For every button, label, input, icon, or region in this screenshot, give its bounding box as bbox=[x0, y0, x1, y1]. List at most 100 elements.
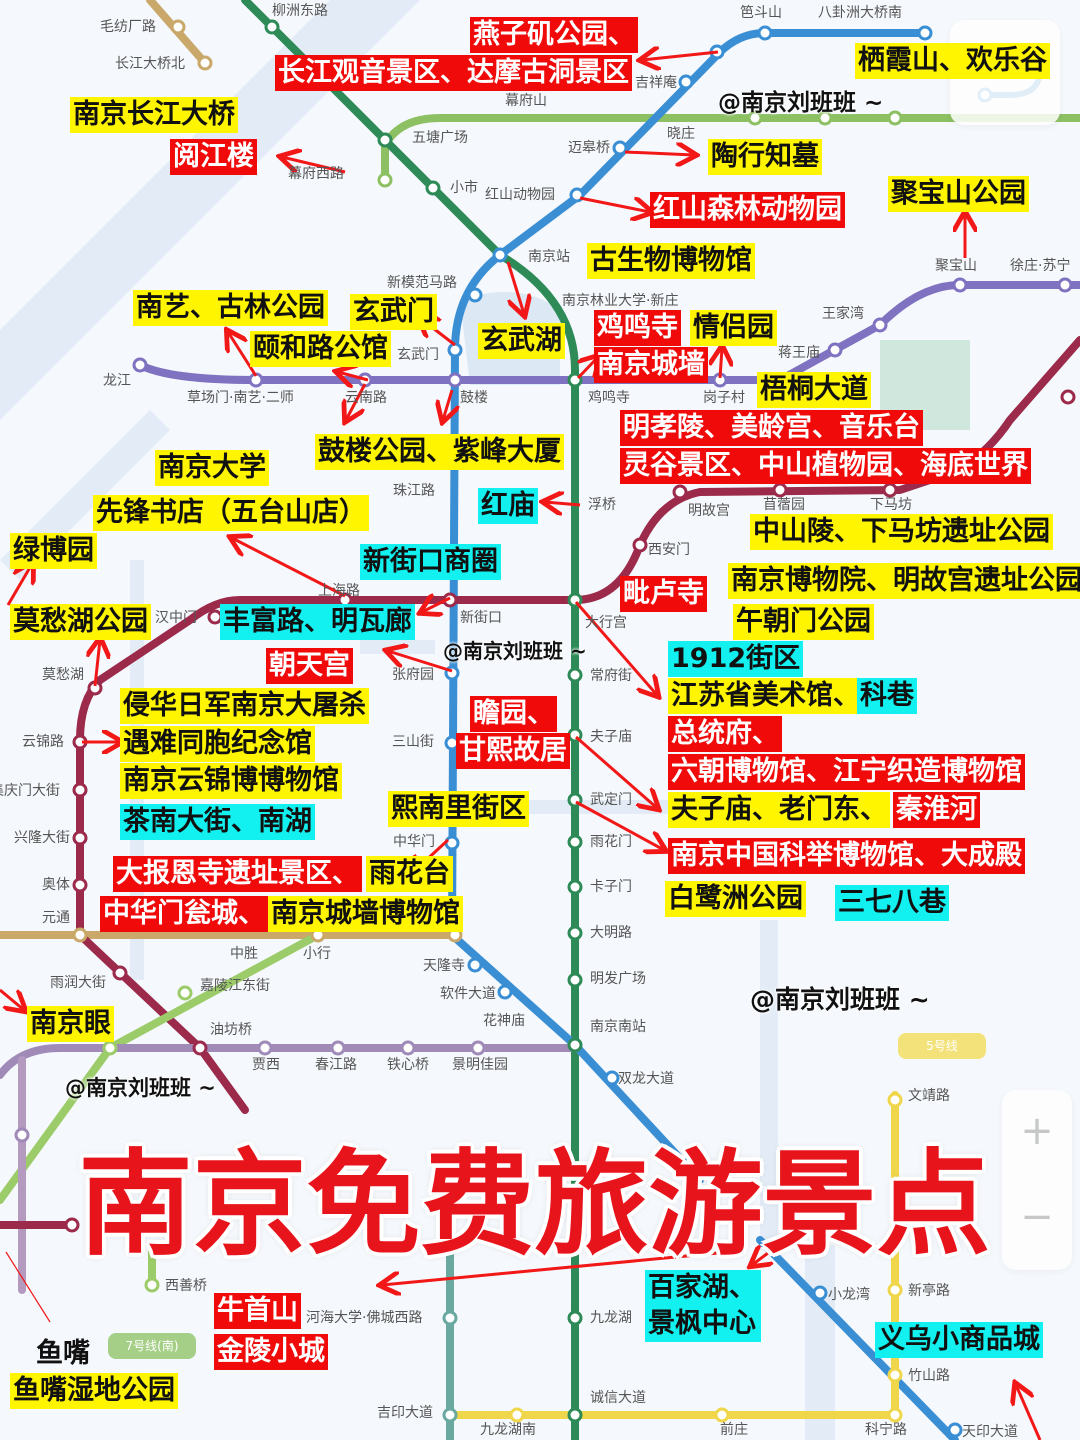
station-label[interactable]: 花神庙 bbox=[483, 1013, 525, 1029]
attraction-label: 瞻园、 bbox=[470, 696, 557, 732]
zoom-controls[interactable]: + − bbox=[1002, 1090, 1072, 1270]
station-label[interactable]: 长江大桥北 bbox=[115, 56, 185, 72]
station-label[interactable]: 科宁路 bbox=[865, 1422, 907, 1438]
attraction-label: 玄武湖 bbox=[478, 323, 565, 359]
station-label[interactable]: 吉祥庵 bbox=[635, 75, 677, 91]
station-label[interactable]: 吉印大道 bbox=[377, 1405, 433, 1421]
line-1-green bbox=[241, 0, 579, 1440]
attraction-label: 牛首山 bbox=[214, 1293, 301, 1329]
station-label[interactable]: 九龙湖南 bbox=[480, 1422, 536, 1438]
station-label[interactable]: 鸡鸣寺 bbox=[588, 390, 630, 406]
station-label[interactable]: 晓庄 bbox=[667, 126, 695, 142]
attraction-label: 金陵小城 bbox=[214, 1334, 328, 1370]
station-label[interactable]: 云锦路 bbox=[22, 734, 64, 750]
zoom-in-button[interactable]: + bbox=[1020, 1108, 1054, 1154]
station-label[interactable]: 上海路 bbox=[318, 583, 360, 599]
station-label[interactable]: 蒋王庙 bbox=[778, 345, 820, 361]
station-label[interactable]: 竹山路 bbox=[908, 1368, 950, 1384]
attraction-label: 南京大学 bbox=[155, 450, 269, 486]
attraction-label: 聚宝山公园 bbox=[888, 176, 1029, 212]
station-label[interactable]: 新街口 bbox=[460, 610, 502, 626]
station-label[interactable]: 小龙湾 bbox=[828, 1287, 870, 1303]
station-label[interactable]: 河海大学·佛城西路 bbox=[306, 1310, 423, 1326]
station-label[interactable]: 王家湾 bbox=[822, 306, 864, 322]
station-label[interactable]: 集庆门大街 bbox=[0, 783, 60, 799]
station-label[interactable]: 双龙大道 bbox=[618, 1071, 674, 1087]
station-label[interactable]: 雨润大街 bbox=[50, 975, 106, 991]
station-label[interactable]: 夫子庙 bbox=[590, 729, 632, 745]
attraction-label: 南艺、古林公园 bbox=[133, 290, 328, 326]
station-label[interactable]: 小市 bbox=[450, 180, 478, 196]
attraction-label: 鼓楼公园、紫峰大厦 bbox=[315, 434, 564, 470]
station-label[interactable]: 岗子村 bbox=[703, 390, 745, 406]
watermark: @南京刘班班 ~ bbox=[65, 1076, 216, 1100]
station-label[interactable]: 春江路 bbox=[315, 1057, 357, 1073]
station-label[interactable]: 幕府山 bbox=[505, 93, 547, 109]
station-label[interactable]: 小行 bbox=[303, 946, 331, 962]
station-label[interactable]: 南京林业大学·新庄 bbox=[562, 293, 679, 309]
zoom-out-button[interactable]: − bbox=[1020, 1194, 1054, 1240]
station-label[interactable]: 苜蓿园 bbox=[763, 497, 805, 513]
station-label[interactable]: 迈皋桥 bbox=[568, 140, 610, 156]
station-label[interactable]: 元通 bbox=[42, 910, 70, 926]
station-label[interactable]: 五塘广场 bbox=[412, 130, 468, 146]
station-label[interactable]: 武定门 bbox=[590, 792, 632, 808]
station-nodes bbox=[14, 19, 1076, 1438]
attraction-label: 江苏省美术馆、 bbox=[668, 678, 863, 714]
attraction-label: 南京博物院、明故宫遗址公园 bbox=[728, 563, 1080, 599]
station-label[interactable]: 毛纺厂路 bbox=[100, 19, 156, 35]
station-label[interactable]: 徐庄·苏宁 bbox=[1010, 258, 1071, 274]
station-label[interactable]: 铁心桥 bbox=[387, 1057, 429, 1073]
station-label[interactable]: 中华门 bbox=[393, 834, 435, 850]
station-label[interactable]: 聚宝山 bbox=[935, 258, 977, 274]
station-label[interactable]: 软件大道 bbox=[440, 986, 496, 1002]
station-label[interactable]: 西安门 bbox=[648, 542, 690, 558]
station-label[interactable]: 云南路 bbox=[345, 390, 387, 406]
station-label[interactable]: 天隆寺 bbox=[423, 958, 465, 974]
station-label[interactable]: 新亭路 bbox=[908, 1283, 950, 1299]
station-label[interactable]: 天印大道 bbox=[962, 1424, 1018, 1440]
station-label[interactable]: 明故宫 bbox=[688, 503, 730, 519]
station-label[interactable]: 三山街 bbox=[392, 734, 434, 750]
station-label[interactable]: 汉中门 bbox=[155, 610, 197, 626]
station-label[interactable]: 八卦洲大桥南 bbox=[818, 5, 902, 21]
station-label[interactable]: 明发广场 bbox=[590, 971, 646, 987]
station-label[interactable]: 常府街 bbox=[590, 668, 632, 684]
attraction-label: 陶行知墓 bbox=[708, 139, 822, 175]
station-label[interactable]: 油坊桥 bbox=[210, 1022, 252, 1038]
station-label[interactable]: 鼓楼 bbox=[460, 390, 488, 406]
station-label[interactable]: 奥体 bbox=[42, 877, 70, 893]
station-label[interactable]: 龙江 bbox=[103, 373, 131, 389]
attraction-label: 长江观音景区、达摩古洞景区 bbox=[275, 55, 632, 91]
station-label[interactable]: 贾西 bbox=[252, 1057, 280, 1073]
station-label[interactable]: 兴隆大街 bbox=[14, 830, 70, 846]
station-label[interactable]: 南京南站 bbox=[590, 1019, 646, 1035]
station-label[interactable]: 诚信大道 bbox=[590, 1390, 646, 1406]
station-label[interactable]: 西善桥 bbox=[165, 1278, 207, 1294]
station-label[interactable]: 南京站 bbox=[528, 249, 570, 265]
station-label[interactable]: 草场门·南艺·二师 bbox=[187, 390, 294, 406]
station-label[interactable]: 笆斗山 bbox=[740, 5, 782, 21]
station-label[interactable]: 九龙湖 bbox=[590, 1310, 632, 1326]
station-label[interactable]: 浮桥 bbox=[588, 497, 616, 513]
station-label[interactable]: 景明佳园 bbox=[452, 1057, 508, 1073]
station-label[interactable]: 大行宫 bbox=[585, 615, 627, 631]
station-label[interactable]: 前庄 bbox=[720, 1422, 748, 1438]
station-label[interactable]: 嘉陵江东街 bbox=[200, 978, 270, 994]
station-label[interactable]: 雨花门 bbox=[590, 834, 632, 850]
attraction-label: 南京城墙博物馆 bbox=[268, 896, 463, 932]
station-label[interactable]: 张府园 bbox=[392, 667, 434, 683]
station-label[interactable]: 珠江路 bbox=[393, 483, 435, 499]
station-label[interactable]: 大明路 bbox=[590, 925, 632, 941]
station-label[interactable]: 下马坊 bbox=[870, 497, 912, 513]
station-label[interactable]: 卡子门 bbox=[590, 879, 632, 895]
station-label[interactable]: 红山动物园 bbox=[485, 187, 555, 203]
station-label[interactable]: 柳洲东路 bbox=[272, 3, 328, 19]
station-label[interactable]: 玄武门 bbox=[397, 347, 439, 363]
station-label[interactable]: 新模范马路 bbox=[387, 275, 457, 291]
station-label[interactable]: 幕府西路 bbox=[288, 166, 344, 182]
station-label[interactable]: 文靖路 bbox=[908, 1088, 950, 1104]
station-label[interactable]: 莫愁湖 bbox=[42, 667, 84, 683]
watermark: @南京刘班班 ~ bbox=[718, 90, 884, 116]
station-label[interactable]: 中胜 bbox=[230, 946, 258, 962]
